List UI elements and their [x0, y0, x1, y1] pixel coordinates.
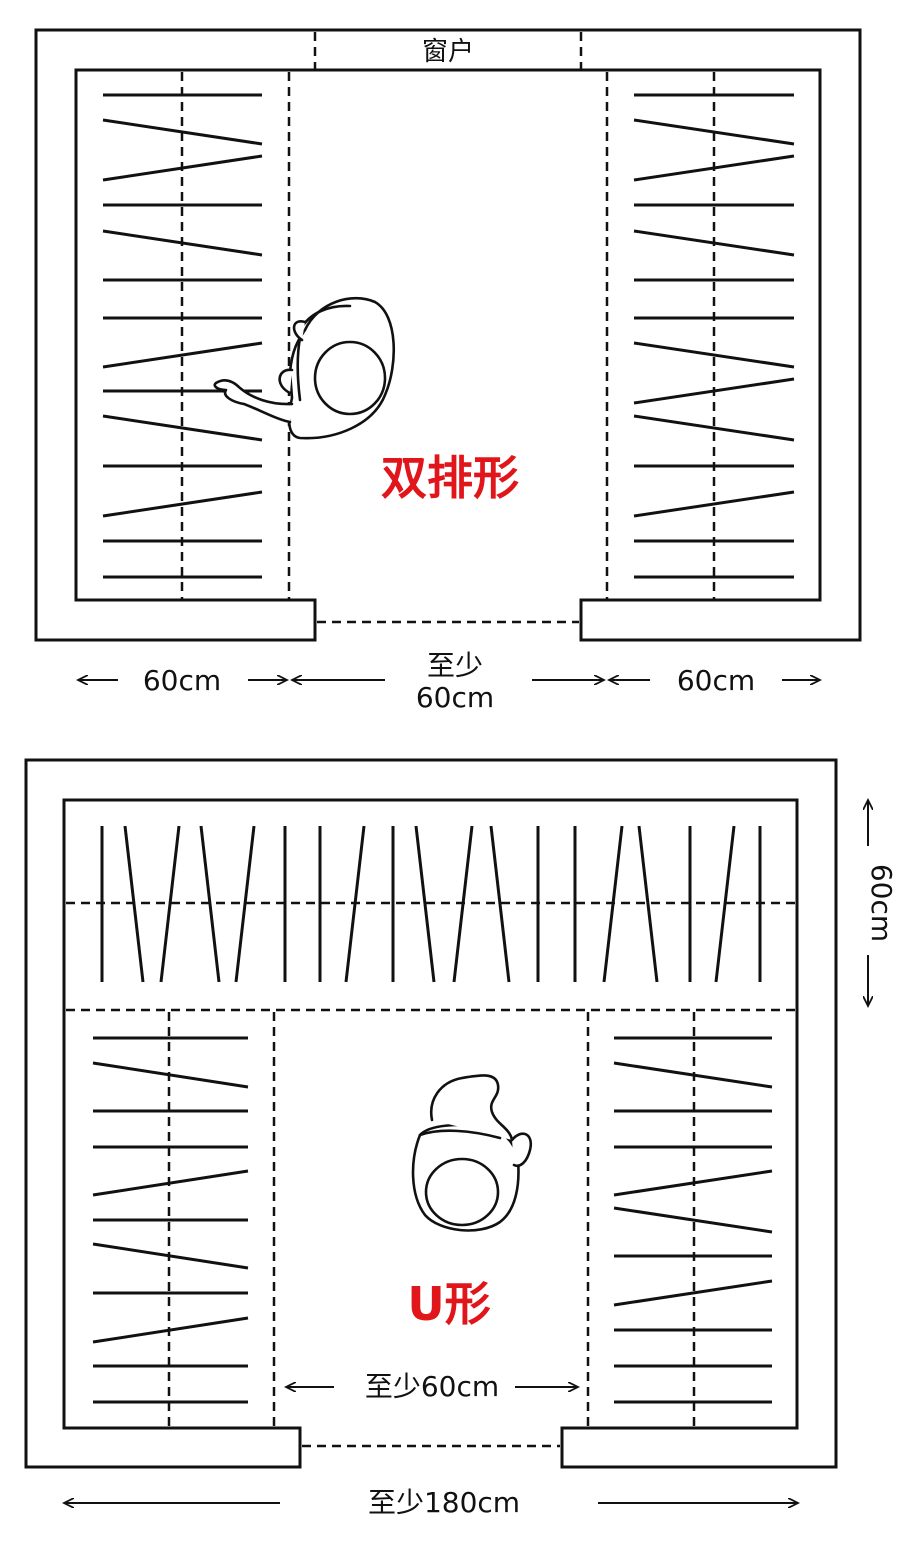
- window: [313, 32, 583, 70]
- hanger-line: [102, 229, 263, 257]
- hanger-line: [714, 825, 736, 983]
- hanger-line: [92, 1242, 249, 1270]
- hanger-line: [637, 825, 659, 983]
- left-cabinet-outline: [180, 72, 291, 600]
- dim-aisle-label: 至少60cm: [365, 1370, 499, 1403]
- hanger-line: [613, 1169, 773, 1197]
- hanger-line: [414, 825, 436, 983]
- dim-left-label: 60cm: [143, 664, 221, 697]
- outer-wall: [34, 28, 862, 642]
- hanger-line: [633, 118, 795, 146]
- hanger-line: [633, 490, 795, 518]
- dim-side-label: 60cm: [865, 864, 898, 942]
- hanger-line: [199, 825, 221, 983]
- hanger-line: [489, 825, 511, 983]
- double-row-title: 双排形: [381, 451, 519, 505]
- bottom-dimension-lines: [64, 800, 868, 1503]
- hanger-line: [92, 1316, 249, 1344]
- hanger-line: [102, 154, 263, 182]
- hanger-line: [633, 229, 795, 257]
- person-icon: [411, 1074, 533, 1232]
- hanger-line: [613, 1279, 773, 1307]
- hanger-line: [159, 825, 181, 983]
- window-label: 窗户: [422, 37, 474, 67]
- hanger-line: [92, 1061, 249, 1089]
- double-row-plan: [34, 28, 862, 680]
- left-hanging-clothes: [92, 1036, 249, 1404]
- person-icon: [213, 297, 396, 440]
- hanger-line: [102, 118, 263, 146]
- u-shape-title: U形: [407, 1277, 490, 1331]
- hanger-line: [102, 490, 263, 518]
- hanger-line: [613, 1206, 773, 1234]
- cabinet-outlines: [66, 901, 795, 1426]
- dim-middle-line2: 60cm: [416, 681, 494, 714]
- dim-total-label: 至少180cm: [368, 1486, 520, 1519]
- hanger-line: [102, 341, 263, 369]
- dim-right-label: 60cm: [677, 664, 755, 697]
- u-shape-plan: [24, 758, 868, 1503]
- hanger-line: [234, 825, 256, 983]
- hanger-line: [602, 825, 624, 983]
- hanger-line: [102, 414, 263, 442]
- hanger-line: [123, 825, 145, 983]
- hanger-line: [613, 1061, 773, 1089]
- right-hanging-clothes: [613, 1036, 773, 1404]
- right-hanging-clothes: [633, 93, 795, 579]
- hanger-line: [344, 825, 366, 983]
- dim-middle-line1: 至少: [427, 649, 483, 682]
- outer-wall: [24, 758, 838, 1469]
- hanger-line: [92, 1169, 249, 1197]
- hanger-line: [633, 341, 795, 369]
- hanger-line: [633, 154, 795, 182]
- right-cabinet-outline: [605, 72, 716, 600]
- hanger-line: [452, 825, 474, 983]
- top-hanging-clothes: [100, 825, 762, 983]
- hanger-line: [633, 414, 795, 442]
- hanger-line: [633, 377, 795, 405]
